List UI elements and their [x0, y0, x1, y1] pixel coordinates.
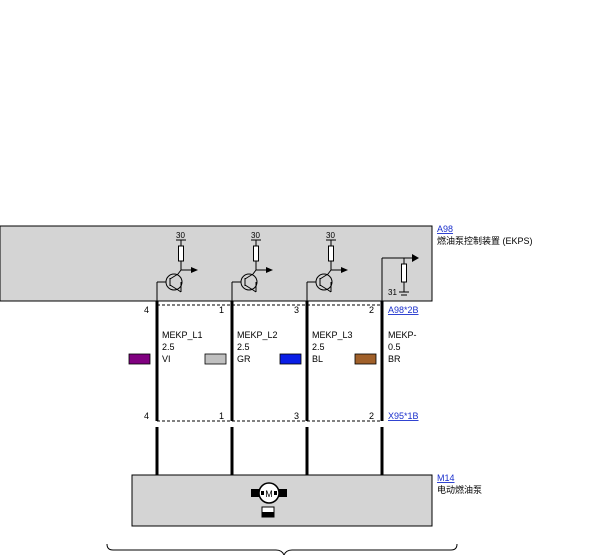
wire-1-swatch [128, 353, 151, 365]
motor-symbol-label: M [265, 489, 273, 499]
bottom-brace [106, 543, 458, 555]
top-pin-2-right: 3 [294, 305, 299, 315]
bottom-pin-1: 4 [144, 411, 149, 421]
wire-1-gauge: 2.5 [162, 342, 175, 352]
supply-label-1: 30 [176, 231, 185, 240]
wire-4-color: BR [388, 354, 401, 364]
wire-label-2: MEKP_L2 2.5 GR [204, 330, 278, 365]
module-a98-name: 燃油泵控制装置 (EKPS) [437, 235, 533, 246]
wire-4-name: MEKP- [388, 330, 417, 340]
wire-2-color: GR [237, 354, 251, 364]
driver-1: 30 [156, 231, 198, 301]
wire-4-swatch [354, 353, 377, 365]
ground-return-circuit: 31 [381, 254, 419, 301]
wire-1-name: MEKP_L1 [162, 330, 203, 340]
motor-m14-name: 电动燃油泵 [437, 484, 482, 495]
connector-bottom-ref[interactable]: X95*1B [388, 411, 419, 421]
module-a98-ref[interactable]: A98 [437, 224, 453, 234]
wire-3-name: MEKP_L3 [312, 330, 353, 340]
wire-label-3: MEKP_L3 2.5 BL [279, 330, 353, 365]
top-pin-3-right: 2 [369, 305, 374, 315]
wire-4-gauge: 0.5 [388, 342, 401, 352]
bottom-pin-3: 3 [294, 411, 299, 421]
motor-m14-ref[interactable]: M14 [437, 473, 455, 483]
top-pin-1-left: 4 [144, 305, 149, 315]
motor-icon: M [251, 482, 287, 518]
bottom-pin-2: 1 [219, 411, 224, 421]
wire-3-swatch [279, 353, 302, 365]
wire-1-color: VI [162, 354, 171, 364]
bottom-pin-4: 2 [369, 411, 374, 421]
wire-2-name: MEKP_L2 [237, 330, 278, 340]
supply-label-3: 30 [326, 231, 335, 240]
wire-3-color: BL [312, 354, 323, 364]
wire-label-1: MEKP_L1 2.5 VI [128, 330, 203, 365]
supply-label-2: 30 [251, 231, 260, 240]
top-pin-1-right: 1 [219, 305, 224, 315]
ground-label: 31 [388, 288, 397, 297]
motor-m14-box [131, 474, 433, 527]
wire-3-gauge: 2.5 [312, 342, 325, 352]
wire-label-4: MEKP- 0.5 BR [354, 330, 417, 365]
connector-top-ref[interactable]: A98*2B [388, 305, 419, 315]
wire-2-swatch [204, 353, 227, 365]
module-a98-box [0, 225, 433, 302]
driver-3: 30 [306, 231, 348, 301]
driver-2: 30 [231, 231, 273, 301]
wire-2-gauge: 2.5 [237, 342, 250, 352]
